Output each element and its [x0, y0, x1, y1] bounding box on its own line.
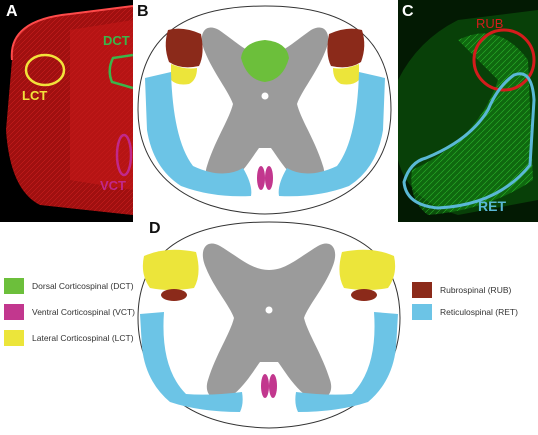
vct-left-b — [257, 166, 265, 190]
legend-swatch-vct — [4, 304, 24, 320]
legend-item-lct: Lateral Corticospinal (LCT) — [4, 330, 134, 346]
panel-a-micrograph: A LCT DCT VCT — [0, 0, 133, 222]
legend-swatch-ret — [412, 304, 432, 320]
ret-label: RET — [478, 198, 506, 214]
panel-d-letter: D — [149, 220, 161, 237]
dct-label: DCT — [103, 33, 130, 48]
ret-right-d — [295, 312, 398, 412]
rub-right-d — [351, 289, 377, 301]
legend-item-dct: Dorsal Corticospinal (DCT) — [4, 278, 134, 294]
central-canal-b — [261, 92, 269, 100]
panel-b-svg — [137, 5, 392, 215]
legend-label-rub: Rubrospinal (RUB) — [440, 285, 512, 295]
ret-right-b — [278, 72, 385, 197]
rub-outline — [472, 28, 536, 92]
lct-right-b — [333, 64, 359, 85]
dct-outline — [108, 53, 133, 90]
legend-label-dct: Dorsal Corticospinal (DCT) — [32, 281, 134, 291]
legend-swatch-rub — [412, 282, 432, 298]
panel-c-micrograph: C RUB RET — [398, 0, 538, 222]
rub-left-b — [165, 28, 203, 68]
legend-item-vct: Ventral Corticospinal (VCT) — [4, 304, 135, 320]
legend-swatch-lct — [4, 330, 24, 346]
legend-label-ret: Reticulospinal (RET) — [440, 307, 518, 317]
lct-right-d — [339, 249, 396, 290]
vct-label: VCT — [100, 178, 126, 193]
vct-right-d — [269, 374, 277, 398]
panel-d-diagram: D — [130, 218, 408, 430]
legend-item-ret: Reticulospinal (RET) — [412, 304, 518, 320]
central-canal-d — [265, 306, 273, 314]
dct-region-b — [241, 40, 289, 82]
lct-left-b — [171, 64, 197, 85]
panel-d-svg — [137, 221, 401, 429]
panel-b-letter: B — [137, 3, 149, 20]
gray-matter-d — [202, 243, 336, 400]
legend-label-lct: Lateral Corticospinal (LCT) — [32, 333, 134, 343]
gray-matter-b — [201, 27, 329, 186]
rub-left-d — [161, 289, 187, 301]
rub-right-b — [327, 28, 365, 68]
vct-right-b — [265, 166, 273, 190]
lct-left-d — [142, 249, 199, 290]
panel-c-letter: C — [402, 3, 414, 20]
ret-outline — [402, 72, 536, 210]
panel-a-letter: A — [6, 3, 18, 20]
vct-left-d — [261, 374, 269, 398]
rub-label: RUB — [476, 16, 504, 31]
vct-outline — [115, 133, 133, 177]
panel-a-image — [6, 5, 133, 215]
legend-swatch-dct — [4, 278, 24, 294]
lct-outline — [24, 53, 66, 87]
lct-label: LCT — [22, 88, 48, 103]
ret-left-d — [140, 312, 243, 412]
panel-c-image — [398, 0, 538, 222]
ret-left-b — [145, 72, 252, 197]
legend-item-rub: Rubrospinal (RUB) — [412, 282, 511, 298]
panel-b-diagram: B — [133, 0, 398, 222]
legend-label-vct: Ventral Corticospinal (VCT) — [32, 307, 135, 317]
